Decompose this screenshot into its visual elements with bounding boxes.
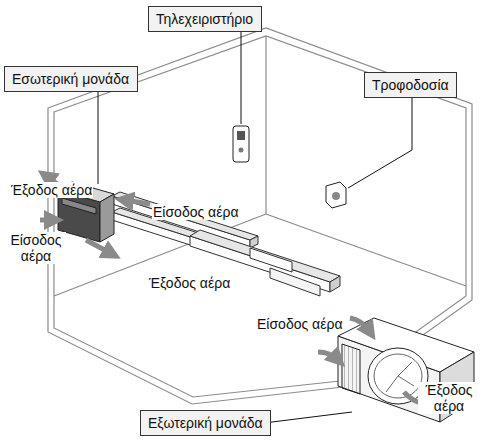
- air-label: Είσοδος αέρα: [6, 232, 66, 264]
- air-label: Έξοδος αέρα: [10, 182, 93, 198]
- label-box: Τηλεχειριστήριο: [148, 6, 262, 32]
- part-name: Τροφοδοσία: [372, 76, 449, 94]
- duct: [112, 192, 340, 296]
- power-supply: [326, 182, 346, 208]
- air-label: Έξοδος αέρα: [418, 382, 480, 414]
- label-box: Τροφοδοσία: [364, 72, 457, 98]
- remote-controller: [233, 126, 249, 162]
- label-box: Εξωτερική μονάδα: [140, 410, 271, 436]
- part-name: Τηλεχειριστήριο: [156, 10, 254, 28]
- label-box: Εσωτερική μονάδα: [4, 66, 138, 92]
- part-name: Εξωτερική μονάδα: [148, 414, 263, 432]
- air-label: Είσοδος αέρα: [152, 204, 239, 220]
- part-name: Εσωτερική μονάδα: [12, 70, 130, 88]
- air-label: Έξοδος αέρα: [148, 275, 231, 291]
- air-label: Είσοδος αέρα: [256, 316, 343, 332]
